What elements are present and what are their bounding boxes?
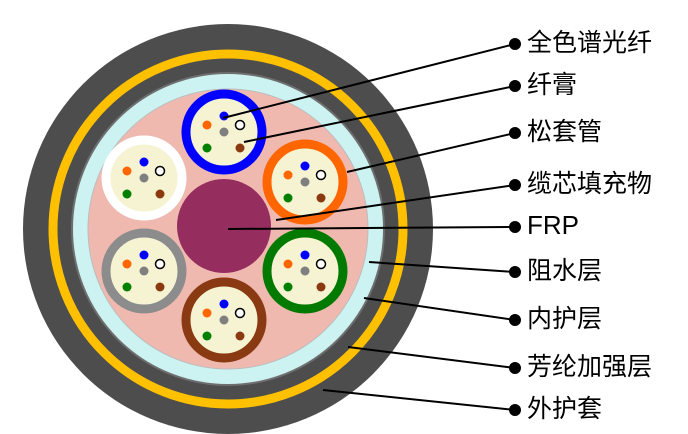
fiber <box>155 189 165 199</box>
fiber <box>219 111 229 121</box>
orange-tube <box>262 139 348 225</box>
fiber <box>202 308 212 318</box>
leader-dot-aramid-layer <box>509 362 521 374</box>
fiber <box>139 250 149 260</box>
label-outer-sheath: 外护套 <box>527 394 602 423</box>
fiber <box>235 331 245 341</box>
fiber <box>122 259 132 269</box>
fiber <box>283 170 293 180</box>
fiber <box>315 169 327 181</box>
fiber <box>235 143 245 153</box>
fiber <box>154 165 166 177</box>
fiber <box>234 307 246 319</box>
brown-tube <box>181 277 267 363</box>
leader-dot-full-color-fiber <box>509 38 521 50</box>
leader-dot-frp <box>509 221 521 233</box>
white-tube <box>101 135 187 221</box>
leader-line-outer-sheath <box>322 389 516 411</box>
fiber <box>234 119 246 131</box>
leader-line-fiber-gel <box>243 85 516 143</box>
leader-lines <box>222 38 521 416</box>
fiber <box>202 143 212 153</box>
label-cable-core-filler: 缆芯填充物 <box>527 169 652 198</box>
fiber <box>122 282 132 292</box>
leader-dot-inner-sheath <box>509 314 521 326</box>
label-frp: FRP <box>527 210 579 240</box>
fiber <box>316 193 326 203</box>
fiber <box>315 258 327 270</box>
gray-tube <box>101 228 187 314</box>
fiber <box>300 250 310 260</box>
label-aramid-strength-layer: 芳纶加强层 <box>527 352 652 381</box>
label-fiber-gel: 纤膏 <box>527 70 577 99</box>
fiber <box>316 282 326 292</box>
fiber <box>219 299 229 309</box>
leader-dot-outer-sheath <box>509 404 521 416</box>
fiber <box>154 258 166 270</box>
leader-line-cable-core-filler <box>275 184 516 221</box>
leader-dot-loose-tube <box>509 127 521 139</box>
label-water-blocking-layer: 阻水层 <box>527 256 602 285</box>
fiber <box>122 189 132 199</box>
blue-tube <box>181 89 267 175</box>
green-tube <box>262 228 348 314</box>
label-loose-tube: 松套管 <box>527 117 602 146</box>
leader-dot-water-blocking <box>509 266 521 278</box>
leader-line-loose-tube <box>346 132 516 173</box>
fiber <box>283 282 293 292</box>
leader-dot-cable-core-filler <box>509 179 521 191</box>
fiber <box>300 266 310 276</box>
fiber <box>122 166 132 176</box>
fiber <box>202 120 212 130</box>
leader-dot-fiber-gel <box>509 80 521 92</box>
loose-tubes <box>101 89 348 363</box>
fiber <box>155 282 165 292</box>
leader-line-frp <box>227 226 516 230</box>
fiber <box>219 127 229 137</box>
leader-line-inner-sheath <box>363 297 516 321</box>
fiber <box>300 177 310 187</box>
fiber <box>283 259 293 269</box>
fiber <box>283 193 293 203</box>
fiber <box>139 157 149 167</box>
label-inner-sheath: 内护层 <box>527 304 602 333</box>
fiber <box>139 266 149 276</box>
fiber <box>202 331 212 341</box>
aramid-strength-layer-ring <box>48 49 408 409</box>
fiber <box>139 173 149 183</box>
leader-line-water-blocking <box>368 261 516 273</box>
leader-line-aramid-layer <box>347 346 516 369</box>
fiber <box>300 161 310 171</box>
label-full-color-fiber: 全色谱光纤 <box>527 28 652 57</box>
callout-labels: 全色谱光纤 纤膏 松套管 缆芯填充物 FRP 阻水层 内护层 芳纶加强层 外护套 <box>527 28 652 423</box>
frp-core <box>177 179 271 273</box>
leader-line-full-color-fiber <box>222 43 516 119</box>
fiber <box>219 315 229 325</box>
